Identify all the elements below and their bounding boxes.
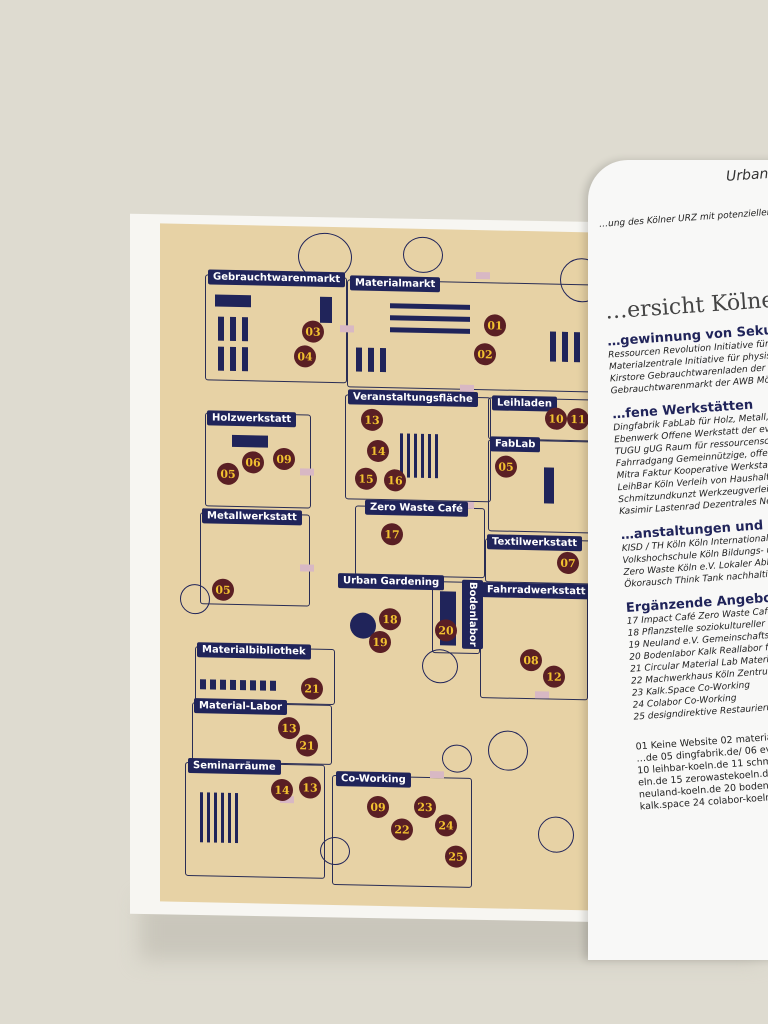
marker: 20 (435, 619, 457, 642)
room-label: Bodenlabor (462, 579, 483, 649)
marker: 02 (474, 342, 496, 366)
right-page (588, 160, 768, 960)
floor-plan-map: Gebrauchtwarenmarkt Materialmarkt Verans… (160, 223, 600, 911)
furniture (550, 331, 556, 362)
marker: 09 (273, 447, 295, 471)
marker: 21 (301, 677, 323, 700)
door (300, 564, 314, 572)
door (535, 691, 549, 699)
marker: 04 (294, 345, 316, 368)
furniture (215, 294, 251, 308)
room-label: Textilwerkstatt (487, 534, 583, 552)
marker: 17 (381, 523, 403, 546)
room-label: Seminarräume (188, 757, 281, 775)
marker: 05 (212, 578, 234, 601)
furniture (242, 317, 248, 342)
room-label: Co-Working (336, 771, 411, 788)
furniture (368, 347, 374, 372)
marker: 24 (435, 814, 457, 837)
furniture (218, 346, 224, 371)
marker: 05 (495, 455, 517, 478)
marker: 05 (217, 462, 239, 486)
room-label: Leihladen (492, 395, 557, 412)
room-label: Gebrauchtwarenmarkt (208, 269, 346, 288)
tree-icon (538, 816, 574, 854)
room-label: Metallwerkstatt (202, 508, 302, 526)
marker: 18 (379, 607, 401, 631)
room-label: Zero Waste Café (365, 499, 468, 517)
furniture (200, 679, 280, 691)
marker: 01 (484, 314, 506, 337)
figure-caption: …ung des Kölner URZ mit potenziellen Akt… (598, 206, 768, 230)
room-label: FabLab (490, 436, 541, 453)
room-label: Material-Labor (194, 698, 288, 716)
marker: 12 (543, 665, 565, 688)
room-gebrauchtwarenmarkt (205, 274, 347, 384)
marker: 13 (278, 716, 300, 740)
door (300, 468, 314, 476)
furniture (320, 296, 332, 323)
marker: 16 (384, 469, 406, 492)
marker: 23 (414, 795, 436, 819)
marker: 14 (271, 778, 293, 802)
room-label: Fahrradwerkstatt (482, 582, 591, 600)
marker: 15 (355, 467, 377, 490)
marker: 11 (567, 407, 589, 431)
tree-icon (403, 236, 443, 274)
furniture (230, 316, 236, 341)
marker: 03 (302, 320, 324, 343)
furniture (380, 348, 386, 373)
room-materialmarkt (347, 279, 597, 393)
room-fahrradwerkstatt (480, 586, 588, 701)
tree-icon (442, 744, 472, 773)
furniture (544, 467, 554, 504)
marker: 25 (445, 845, 467, 868)
marker: 14 (367, 439, 389, 463)
room-label: Urban Gardening (338, 573, 445, 591)
marker: 08 (520, 648, 542, 672)
tree-icon (422, 648, 458, 684)
furniture (562, 331, 568, 362)
marker: 13 (361, 408, 383, 432)
door (430, 771, 444, 779)
room-label: Holzwerkstatt (207, 410, 297, 428)
furniture (200, 792, 240, 844)
room-label: Materialbibliothek (197, 642, 311, 660)
furniture (242, 347, 248, 372)
furniture (574, 332, 580, 363)
marker: 09 (367, 795, 389, 819)
tree-icon (488, 730, 528, 772)
door (340, 325, 354, 333)
marker: 22 (391, 818, 413, 841)
furniture (232, 434, 268, 448)
room-label: Veranstaltungsfläche (348, 389, 478, 408)
furniture (218, 316, 224, 341)
room-label: Materialmarkt (350, 275, 441, 293)
marker: 06 (242, 451, 264, 474)
room-fablab (488, 439, 596, 534)
furniture (400, 433, 440, 479)
furniture (356, 347, 362, 372)
furniture (230, 346, 236, 371)
marker: 13 (299, 776, 321, 799)
page-title: …ersicht Kölner Akte (604, 283, 768, 325)
running-head: Urban (725, 165, 768, 185)
marker: 07 (557, 551, 579, 575)
marker: 10 (545, 407, 567, 430)
marker: 19 (369, 630, 391, 654)
door (476, 272, 490, 280)
marker: 21 (296, 734, 318, 757)
